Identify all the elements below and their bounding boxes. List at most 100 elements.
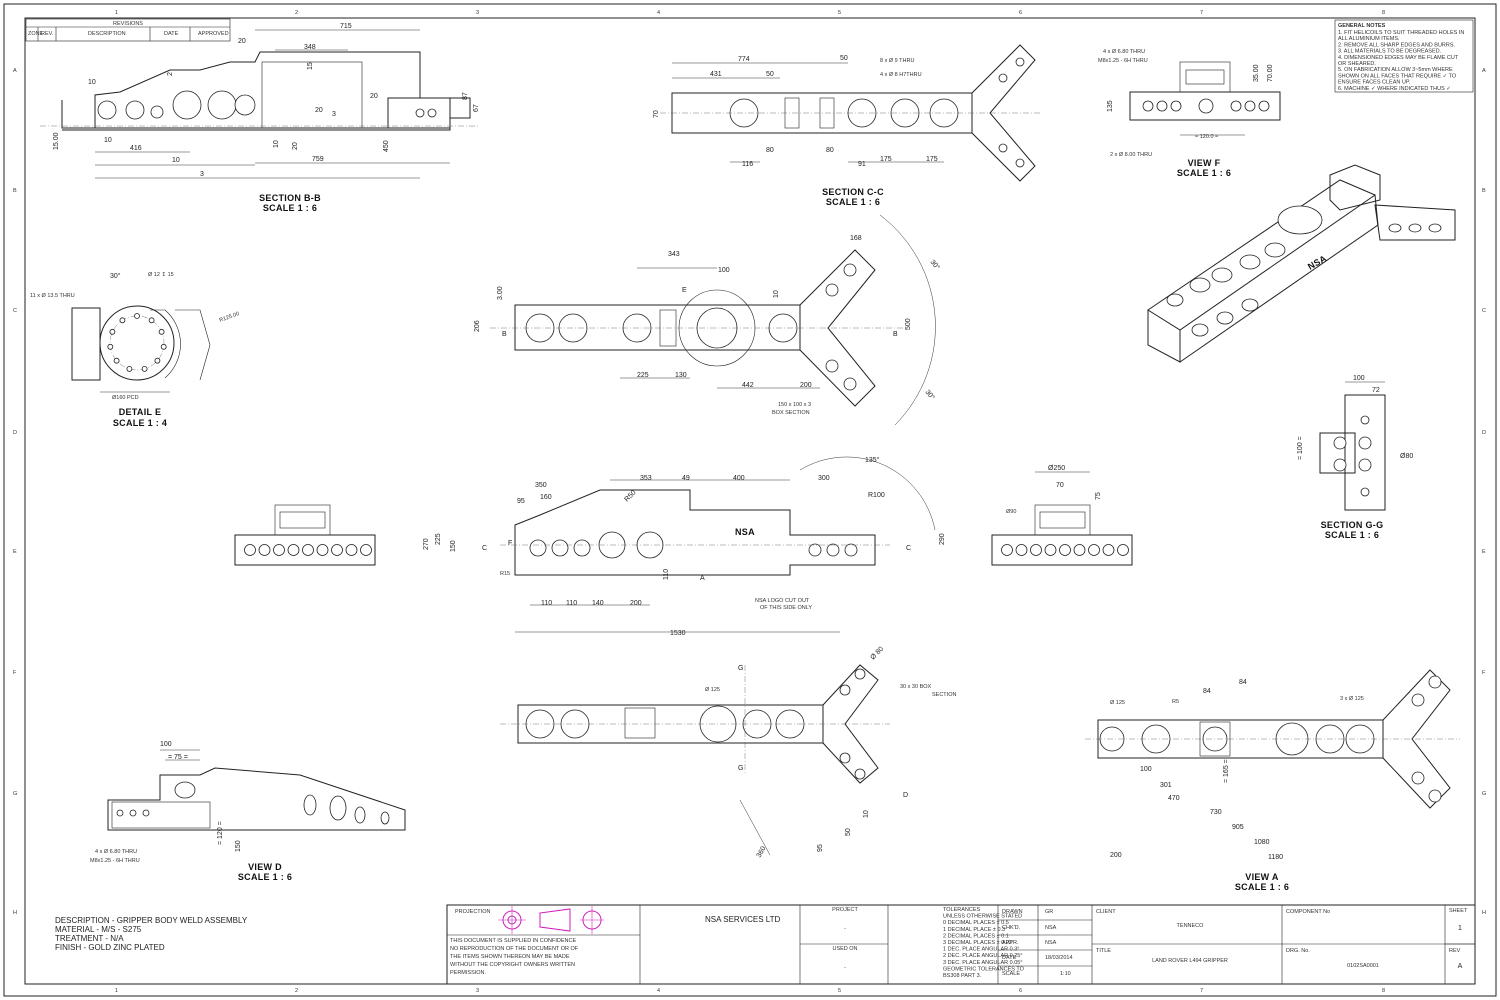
revision-value: A — [1458, 963, 1463, 970]
dimension-label: 20 — [292, 142, 299, 150]
dimension-label: 140 — [592, 600, 604, 607]
dimension-label: F — [508, 540, 512, 547]
bolt-hole — [109, 328, 116, 335]
dimension-label: 49 — [682, 475, 690, 482]
end-hole — [1001, 544, 1013, 556]
end-hole — [1015, 544, 1028, 556]
dimension-label: 500 — [905, 318, 912, 330]
dimension-label: 67 — [473, 104, 480, 112]
dimension-label: 431 — [710, 71, 722, 78]
grid-row-label: F — [1482, 670, 1486, 676]
dimension-label: A — [700, 575, 705, 582]
view-f-scale: SCALE 1 : 6 — [1177, 168, 1231, 178]
end-hole — [258, 544, 271, 556]
dimension-label: 20 — [370, 93, 378, 100]
elevation-logo: NSA — [735, 527, 755, 537]
used-on-label: USED ON — [832, 946, 857, 952]
dimension-label: = 120 = — [217, 821, 224, 845]
grid-row-label: G — [1482, 791, 1486, 797]
dimension-label: 4 x Ø 8 H7THRU — [880, 72, 922, 78]
rev-col-description: DESCRIPTION — [88, 31, 126, 37]
scale-label: SCALE — [1002, 971, 1020, 977]
dimension-label: 100 — [718, 267, 730, 274]
tolerance-line: BS308 PART 3. — [943, 973, 982, 979]
dimension-label: E — [682, 287, 687, 294]
end-hole — [1102, 544, 1115, 556]
dimension-label: 150 x 100 x 3 — [778, 402, 811, 408]
bolt-hole — [154, 357, 161, 364]
dimension-label: 116 — [742, 161, 753, 168]
tolerance-line: 3 DEC. PLACE ANGULAR 0.05° — [943, 960, 1023, 966]
dimension-label: 70 — [1056, 482, 1064, 489]
tolerance-line: TOLERANCES — [943, 907, 981, 913]
notes-title: GENERAL NOTES — [1338, 23, 1386, 29]
dimension-label: 110 — [566, 600, 577, 607]
tolerance-line: UNLESS OTHERWISE STATED — [943, 914, 1022, 920]
dimension-label: 100 — [1140, 766, 1152, 773]
dimension-label: = 75 = — [168, 754, 188, 761]
checked-label: CHK'D. — [1002, 925, 1021, 931]
dimension-label: G — [738, 665, 743, 672]
dimension-label: 11 x Ø 13.5 THRU — [30, 293, 75, 299]
dimension-label: 80 — [766, 147, 774, 154]
notice-line: THIS DOCUMENT IS SUPPLIED IN CONFIDENCE — [450, 938, 576, 944]
grid-col-label: 2 — [295, 988, 298, 994]
view-d-scale: SCALE 1 : 6 — [238, 872, 292, 882]
dimension-label: 110 — [541, 600, 552, 607]
checked-value: NSA — [1045, 925, 1057, 931]
dimension-label: 416 — [130, 145, 142, 152]
dimension-label: 2 — [167, 72, 174, 76]
tolerance-line: 1 DECIMAL PLACE ± 0.3 — [943, 927, 1005, 933]
description-block: DESCRIPTION - GRIPPER BODY WELD ASSEMBLY… — [55, 916, 248, 952]
rev-col-zone: ZONE — [28, 31, 44, 37]
end-hole — [287, 544, 300, 556]
dimension-label: = 120.0 = — [1195, 134, 1218, 140]
dimension-label: C — [906, 545, 911, 552]
grid-col-label: 7 — [1200, 988, 1203, 994]
dimension-label: 301 — [1160, 782, 1172, 789]
end-hole — [1030, 544, 1042, 556]
bolt-hole — [158, 328, 165, 335]
note-line: ENSURE FACES CLEAN UP. — [1338, 80, 1411, 86]
end-hole — [331, 544, 343, 556]
end-view-left — [234, 504, 376, 566]
section-gg-scale: SCALE 1 : 6 — [1325, 530, 1379, 540]
dimension-label: 3 — [332, 111, 336, 118]
dimension-label: 4 x Ø 6.80 THRU — [1103, 49, 1145, 55]
approved-value: NSA — [1045, 940, 1057, 946]
section-cc-title: SECTION C-C — [822, 187, 884, 197]
rev-col-approved: APPROVED — [198, 31, 229, 37]
end-hole — [360, 544, 372, 556]
date-value: 18/03/2014 — [1045, 955, 1073, 961]
detail-e-title: DETAIL E — [119, 407, 162, 417]
dimension-label: 150 — [235, 840, 242, 852]
dimension-label: 8 x Ø 9 THRU — [880, 58, 914, 64]
dimension-label: 225 — [435, 533, 442, 545]
end-hole — [316, 544, 329, 556]
notice-line: WITHOUT THE COPYRIGHT OWNERS WRITTEN — [450, 962, 575, 968]
project-value: - — [844, 926, 846, 932]
dimension-label: 84 — [1239, 679, 1247, 686]
dimension-label: G — [738, 765, 743, 772]
end-hole — [1117, 544, 1129, 556]
dimension-label: 225 — [637, 372, 649, 379]
note-line: 5. ON FABRICATION ALLOW 3~5mm WHERE — [1338, 67, 1453, 73]
grid-row-label: E — [1482, 549, 1486, 555]
dimension-label: B — [893, 331, 898, 338]
grid-col-label: 8 — [1382, 10, 1385, 16]
dimension-label: 30° — [928, 258, 941, 271]
dimension-label: 730 — [1210, 809, 1222, 816]
dimension-label: 10 — [104, 137, 112, 144]
note-line: OR SHEARED. — [1338, 61, 1376, 67]
dimension-label: 10 — [172, 157, 180, 164]
dimension-label: 87 — [462, 92, 469, 100]
dimension-label: = 165 = — [1223, 759, 1230, 783]
revision-block: REVISIONS ZONE REV. DESCRIPTION DATE APP… — [25, 18, 231, 42]
dimension-label: 135° — [865, 456, 880, 464]
